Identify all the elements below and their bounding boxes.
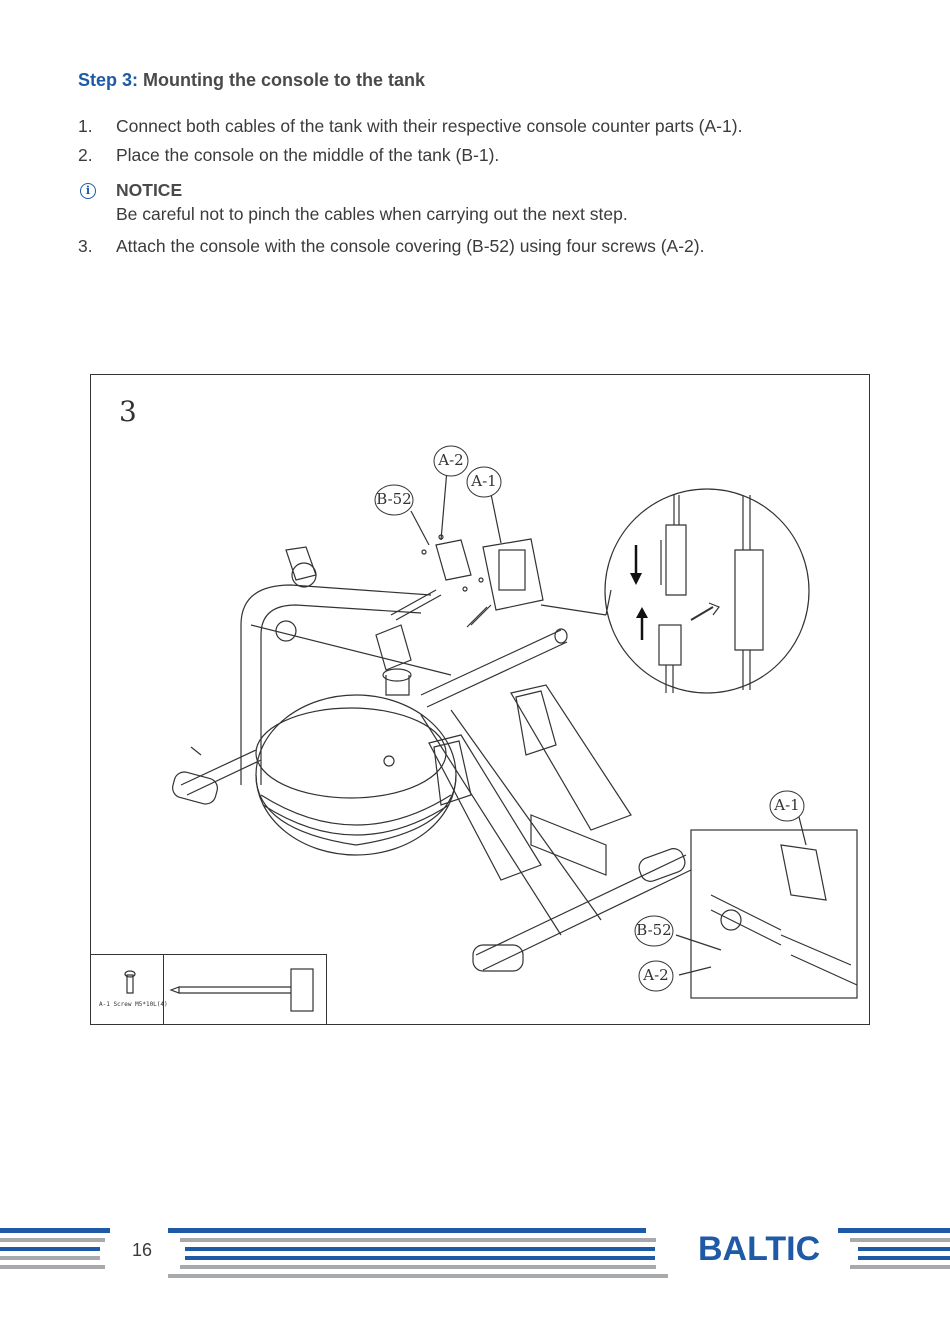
- step-label: Step 3:: [78, 70, 139, 90]
- list-number: 1.: [78, 116, 93, 136]
- list-text: Connect both cables of the tank with the…: [116, 116, 743, 136]
- info-icon: i: [80, 183, 96, 199]
- part-label-b52-detail: B-52: [636, 921, 672, 939]
- list-text: Attach the console with the console cove…: [116, 236, 705, 256]
- assembly-figure: 3 A-2 A-1 B-52 A-1 B-52 A-2 A-1 Screw M5…: [90, 374, 870, 1025]
- footer-stripes: [0, 1228, 950, 1278]
- list-text: Place the console on the middle of the t…: [116, 145, 500, 165]
- parts-legend: A-1 Screw M5*10L(4): [91, 954, 327, 1024]
- list-number: 2.: [78, 145, 93, 165]
- list-item: 3. Attach the console with the console co…: [78, 236, 704, 257]
- part-label-b52: B-52: [376, 490, 412, 508]
- list-item: 1. Connect both cables of the tank with t…: [78, 116, 742, 137]
- part-label-a1: A-1: [471, 472, 497, 490]
- part-label-a1-detail: A-1: [774, 796, 800, 814]
- notice-text: Be careful not to pinch the cables when …: [116, 204, 628, 224]
- screw-cell: A-1 Screw M5*10L(4): [91, 955, 168, 1024]
- step-heading: Step 3: Mounting the console to the tank: [78, 70, 425, 91]
- rowing-machine-drawing: [124, 445, 858, 1012]
- page-number: 16: [132, 1240, 153, 1260]
- list-number: 3.: [78, 236, 93, 256]
- screw-caption: A-1 Screw M5*10L(4): [99, 1001, 168, 1008]
- notice-title: NOTICE: [116, 180, 183, 200]
- part-label-a2: A-2: [438, 451, 464, 469]
- step-title: Mounting the console to the tank: [143, 70, 426, 90]
- list-item: 2. Place the console on the middle of the…: [78, 145, 499, 166]
- part-label-a2-detail: A-2: [643, 966, 669, 984]
- brand-logo: BALTIC: [698, 1230, 821, 1268]
- figure-number: 3: [119, 395, 137, 428]
